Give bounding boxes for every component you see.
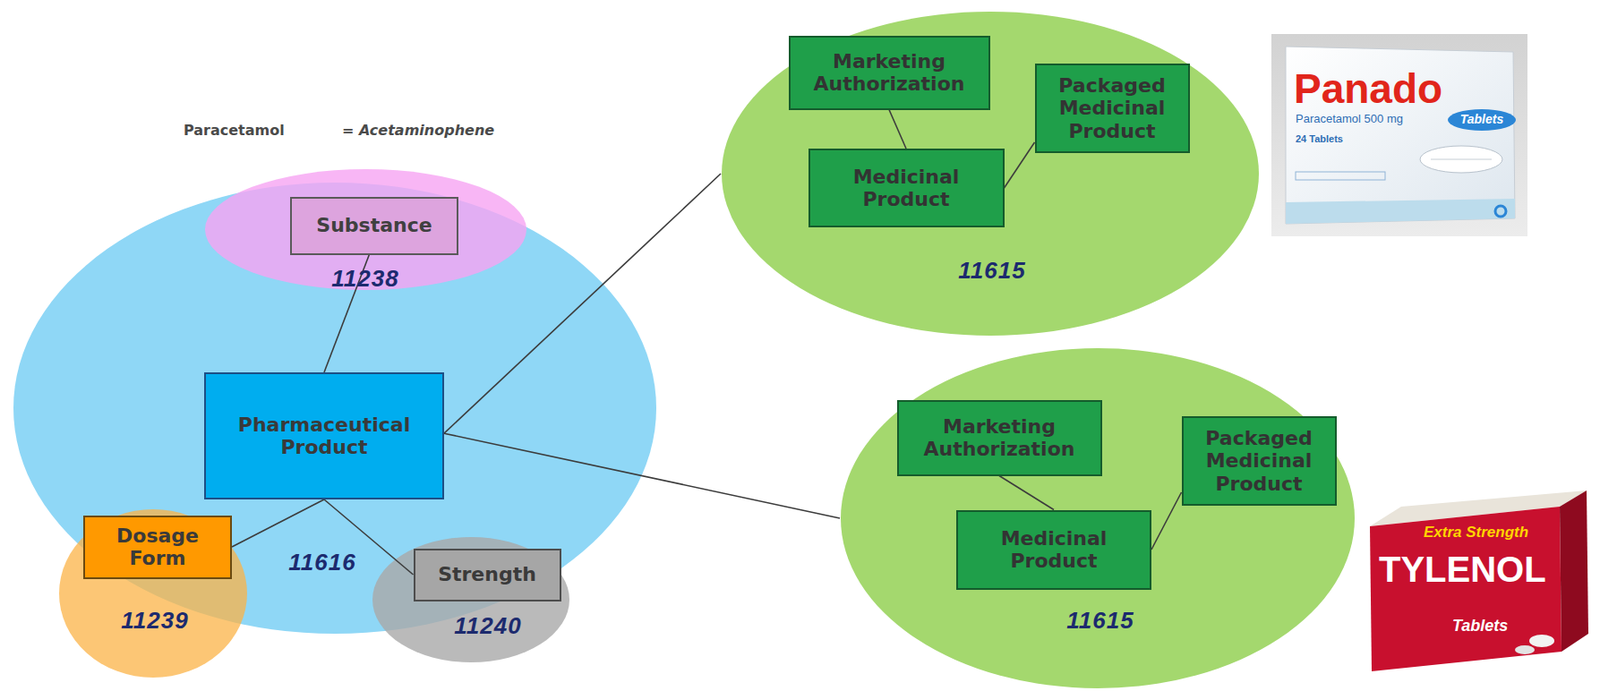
callout-number: 11238 xyxy=(331,265,399,292)
box-label: Dosage Form xyxy=(92,524,223,571)
photo-background xyxy=(1271,34,1528,237)
group-ellipse: 11240 Strength xyxy=(371,536,571,664)
connector-line xyxy=(324,255,369,374)
group-ellipse: 11615 Marketing AuthorizationPackaged Med… xyxy=(720,10,1260,337)
connector-line xyxy=(999,476,1054,511)
entity-box: Packaged Medicinal Product xyxy=(1181,416,1337,506)
connector-line xyxy=(1004,142,1036,189)
box-label: Pharmaceutical Product xyxy=(213,413,436,460)
tablet-picture xyxy=(1514,645,1535,655)
box-label: Marketing Authorization xyxy=(906,415,1094,462)
ellipse-shape xyxy=(13,182,657,634)
connector-line xyxy=(889,110,907,150)
connector-line xyxy=(444,433,840,519)
medicine-box xyxy=(1285,46,1515,224)
group-ellipse: 11238 Substance xyxy=(204,168,528,291)
connector-line xyxy=(231,499,325,548)
box-label: Medicinal Product xyxy=(817,165,996,212)
callout-number: 11239 xyxy=(120,607,189,634)
callout-number: 11615 xyxy=(1066,607,1134,634)
box-label: Packaged Medicinal Product xyxy=(1190,427,1328,496)
group-ellipse: 11615 Marketing Authorization Packaged Med… xyxy=(839,347,1356,690)
box-side xyxy=(1559,490,1589,652)
entity-box: Dosage Form xyxy=(83,515,232,580)
entity-box: Pharmaceutical Product xyxy=(204,372,445,500)
connector-line xyxy=(324,499,414,575)
ellipse-shape xyxy=(840,348,1355,689)
product-text: Paracetamol 500 mg xyxy=(1295,112,1404,126)
callout-number: 11616 xyxy=(288,549,356,576)
box-label: Medicinal Product xyxy=(965,527,1143,574)
medicine-box xyxy=(1369,506,1562,672)
entity-box: Substance xyxy=(290,196,459,256)
logo-mark xyxy=(1495,205,1506,217)
note-text: = Acetaminophene xyxy=(342,122,495,139)
callout-number: 11240 xyxy=(453,613,522,640)
callout-number: 11615 xyxy=(958,257,1026,284)
connector-line xyxy=(444,173,721,434)
group-ellipse: 11239 Dosage Form xyxy=(58,508,249,679)
entity-box: Marketing Authorization xyxy=(788,35,991,111)
entity-box: Medicinal Product xyxy=(956,510,1152,591)
tablet-picture xyxy=(1420,145,1503,173)
box-label: Strength xyxy=(437,563,537,586)
badge xyxy=(1447,109,1516,131)
tablet-picture xyxy=(1529,634,1555,648)
box-label: Packaged Medicinal Product xyxy=(1043,74,1181,143)
connector-line xyxy=(1151,492,1182,550)
box-label: Marketing Authorization xyxy=(797,50,982,96)
entity-box: Medicinal Product xyxy=(808,148,1005,228)
badge-text: Tablets xyxy=(1460,112,1505,127)
box-band xyxy=(1285,198,1515,224)
brand-name: Panado xyxy=(1293,66,1443,112)
product-text: Tablets xyxy=(1452,617,1508,636)
panado-photo xyxy=(1271,34,1528,237)
entity-box: Packaged Medicinal Product xyxy=(1035,63,1190,154)
box-frame xyxy=(1295,171,1386,180)
product-text: Extra Strength xyxy=(1423,524,1529,542)
note-text: Paracetamol xyxy=(183,122,285,139)
tylenol-photo xyxy=(1369,490,1589,672)
tablet-score xyxy=(1430,159,1492,161)
brand-name: TYLENOL xyxy=(1378,549,1547,590)
entity-box: Strength xyxy=(413,548,562,602)
entity-box: Marketing Authorization xyxy=(897,400,1103,477)
box-label: Substance xyxy=(316,213,432,237)
ellipse-shape xyxy=(372,537,570,663)
product-text: 24 Tablets xyxy=(1295,133,1344,145)
ellipse-shape xyxy=(721,11,1259,336)
ellipse-shape xyxy=(59,509,248,678)
